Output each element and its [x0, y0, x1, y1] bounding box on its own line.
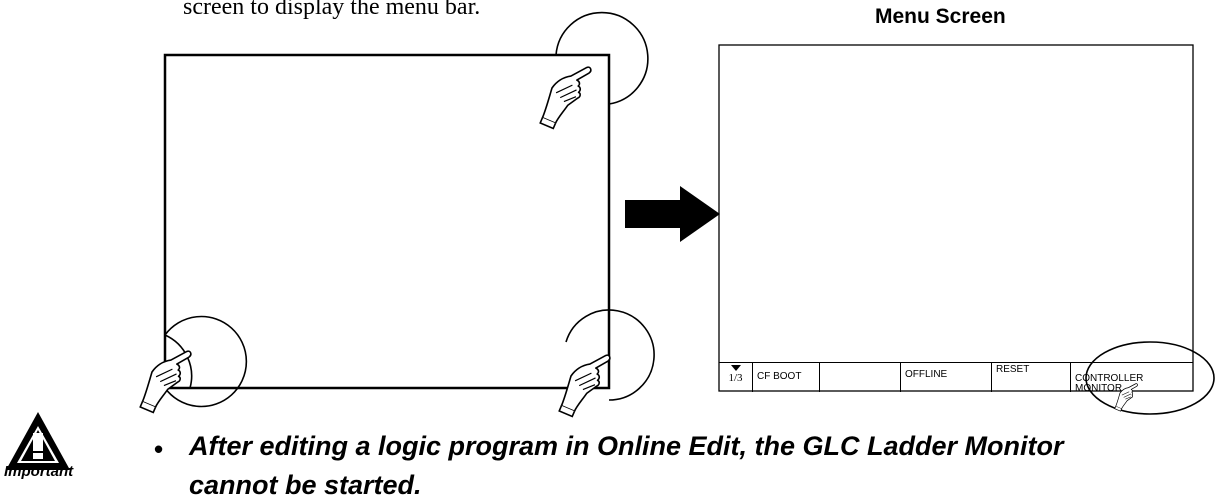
touch-circle-bottom-right — [565, 309, 655, 401]
offline-button[interactable]: OFFLINE — [901, 363, 992, 392]
important-note: After editing a logic program in Online … — [189, 431, 1064, 461]
menu-screen-title: Menu Screen — [875, 5, 1006, 28]
touch-circle-top-right — [555, 11, 649, 105]
menu-screen-frame — [718, 44, 1194, 392]
cf-boot-button[interactable]: CF BOOT — [753, 363, 820, 392]
important-label: Important — [4, 463, 74, 480]
important-note-continued: cannot be started. — [189, 470, 422, 500]
warning-icon — [6, 412, 70, 470]
highlight-ellipse — [1085, 341, 1215, 415]
reset-button[interactable]: RESET — [992, 363, 1071, 392]
menu-bar: 1/3 CF BOOT OFFLINE RESET CONTROLLER MON… — [719, 362, 1193, 394]
touch-circle-bottom-left — [164, 315, 248, 408]
intro-text: screen to display the menu bar. — [183, 0, 481, 20]
page-indicator-button[interactable]: 1/3 — [719, 363, 753, 392]
chevron-down-icon — [730, 365, 741, 371]
bullet: • — [154, 434, 164, 464]
pointing-hand-icon — [526, 65, 607, 134]
empty-menu-button[interactable] — [820, 363, 901, 392]
page-indicator: 1/3 — [728, 372, 743, 384]
right-arrow-icon — [625, 186, 720, 242]
controller-monitor-button[interactable]: CONTROLLER MONITOR — [1075, 373, 1144, 394]
touch-screen-frame — [163, 53, 611, 390]
